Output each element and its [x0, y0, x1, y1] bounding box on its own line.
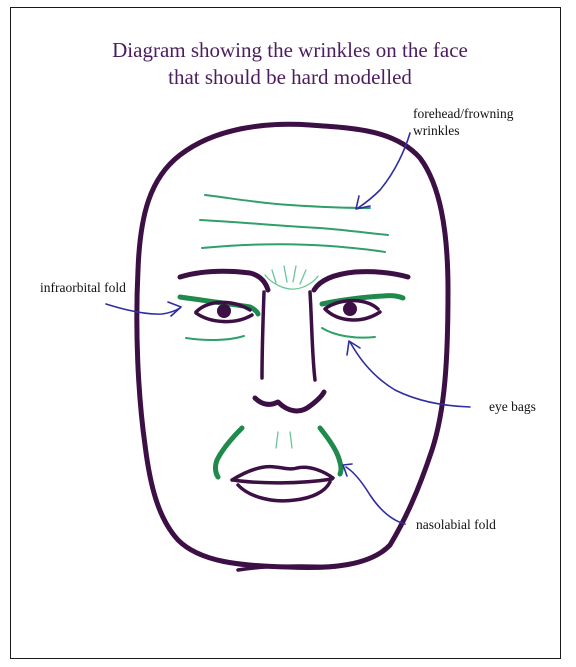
frown-line-5: [265, 275, 318, 289]
forehead-wrinkle-2: [200, 220, 388, 235]
frown-line-1: [272, 270, 276, 283]
upper-lip: [232, 467, 333, 480]
title-line-2: that should be hard modelled: [168, 65, 412, 89]
infraorbital-label: infraorbital fold: [40, 280, 126, 295]
right-nasolabial-fold: [320, 428, 341, 474]
forehead-wrinkle-1: [205, 195, 370, 208]
title-line-1: Diagram showing the wrinkles on the face: [112, 38, 468, 62]
right-eyebrow: [314, 272, 408, 290]
lip-line: [233, 479, 332, 483]
left-eye-bag: [186, 336, 244, 340]
nasolabial-pointer: [346, 467, 405, 524]
infraorbital-pointer: [106, 304, 180, 314]
nose-bottom: [255, 392, 324, 411]
left-pupil: [217, 304, 231, 318]
left-eyebrow: [180, 271, 268, 290]
frown-line-4: [300, 270, 306, 284]
lower-lip: [238, 482, 330, 501]
infraorbital-pointer-arrowhead: [168, 302, 181, 316]
eye-bags-label: eye bags: [489, 399, 536, 414]
forehead-wrinkle-3: [202, 244, 385, 252]
philtrum-line-2: [290, 432, 292, 448]
eye-bags-pointer: [350, 342, 470, 407]
forehead-label-line-1: forehead/frowning: [413, 106, 514, 121]
nasolabial-label: nasolabial fold: [416, 517, 496, 532]
frown-line-3: [293, 266, 296, 282]
right-eye-bag: [322, 328, 375, 338]
nose-right-side: [310, 292, 315, 380]
forehead-label-line-2: wrinkles: [413, 123, 460, 138]
left-nasolabial-fold: [215, 428, 242, 477]
right-pupil: [343, 302, 357, 316]
nose-left-side: [262, 292, 264, 378]
philtrum-line-1: [276, 432, 278, 448]
frown-line-2: [284, 266, 287, 282]
